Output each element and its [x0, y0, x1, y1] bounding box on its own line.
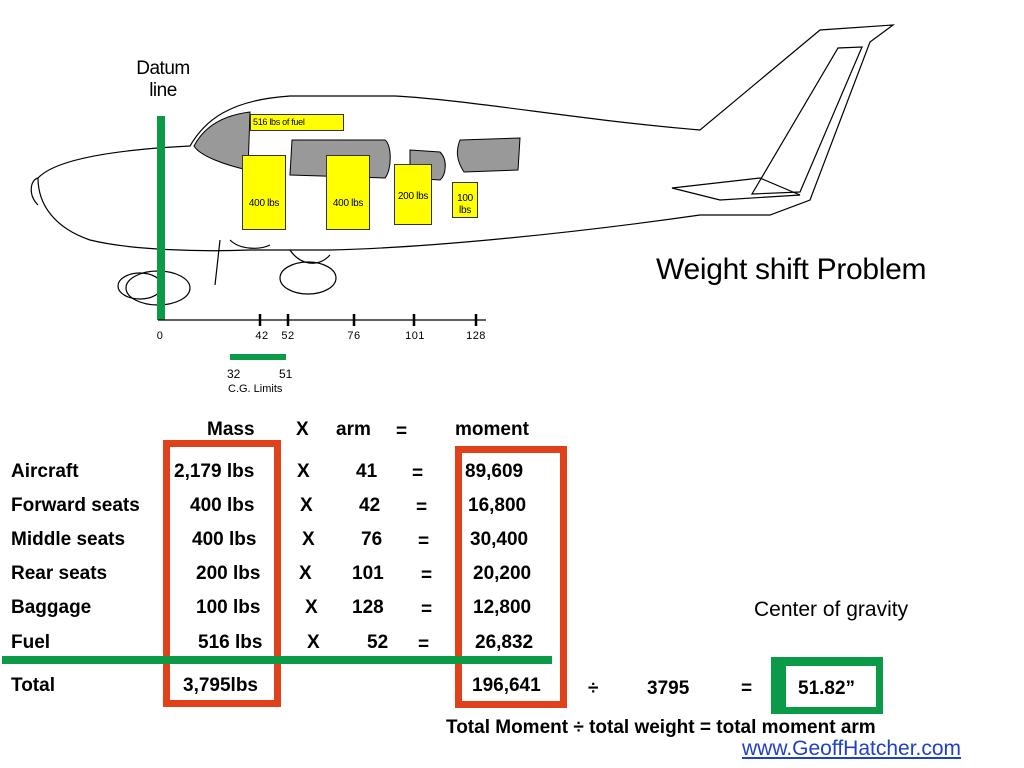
formula: Total Moment ÷ total weight = total mome… — [446, 717, 876, 738]
tail-detail — [750, 46, 863, 195]
tick-42: 42 — [255, 330, 269, 342]
divide-sign: ÷ — [588, 678, 599, 699]
fuselage-outline — [37, 24, 896, 252]
cg-result: 51.82” — [798, 678, 856, 699]
total-divider — [2, 656, 552, 664]
result-white-inner — [786, 666, 876, 707]
window-4 — [456, 137, 521, 173]
header-x: X — [296, 419, 309, 440]
diagram-title: Weight shift Problem — [656, 253, 927, 286]
middle-seat-box: 400 lbs — [326, 155, 370, 230]
main-wheel — [117, 272, 163, 300]
tick-52: 52 — [281, 330, 295, 342]
cg-limits-label: C.G. Limits — [228, 383, 283, 395]
equals-sign: = — [741, 678, 753, 699]
total-weight: 3795 — [647, 678, 690, 699]
header-arm: arm — [336, 419, 371, 440]
header-eq: = — [396, 421, 408, 442]
rear-gear — [289, 249, 331, 264]
datum-line — [157, 116, 165, 320]
moment-column-highlight — [455, 446, 567, 708]
rear-wheel — [279, 261, 337, 295]
door-line — [229, 239, 271, 249]
spinner — [30, 177, 39, 206]
stabilizer — [671, 177, 801, 201]
main-gear — [214, 239, 221, 286]
header-mass: Mass — [207, 419, 255, 440]
center-of-gravity-label: Center of gravity — [754, 598, 909, 621]
cg-high: 51 — [279, 367, 293, 381]
cg-limits-bar — [230, 354, 286, 360]
header-moment: moment — [455, 419, 529, 440]
rear-seat-box: 200 lbs — [394, 164, 432, 225]
windshield — [193, 111, 251, 171]
forward-seat-box: 400 lbs — [242, 155, 286, 230]
website-link[interactable]: www.GeoffHatcher.com — [742, 737, 962, 760]
tick-76: 76 — [347, 330, 361, 342]
datum-line-label: Datum line — [136, 58, 190, 101]
cg-low: 32 — [227, 367, 241, 381]
mass-column-highlight — [163, 440, 281, 707]
fuel-box: 516 lbs of fuel — [250, 114, 344, 131]
tick-101: 101 — [405, 330, 425, 342]
tick-128: 128 — [466, 330, 486, 342]
baggage-box: 100 lbs — [452, 182, 478, 218]
tick-0: 0 — [156, 330, 164, 342]
